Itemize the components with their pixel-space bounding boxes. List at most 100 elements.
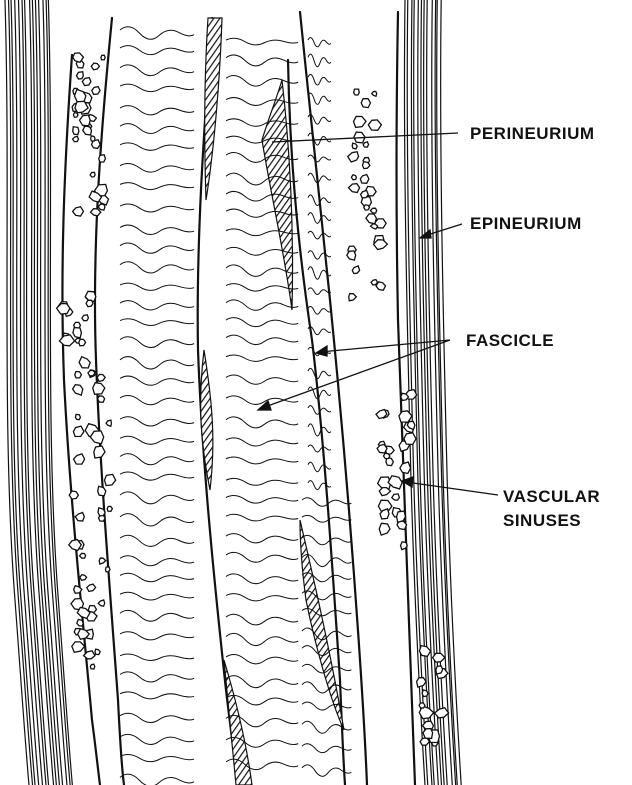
nerve-fiber-wave (302, 535, 351, 544)
nerve-fiber-wave (120, 610, 194, 621)
nerve-fiber-wave (120, 556, 194, 566)
nerve-fiber-wave (226, 633, 298, 645)
vascular-sinus (75, 513, 84, 522)
nerve-fiber-wave (308, 368, 331, 378)
vascular-sinus (106, 420, 111, 426)
nerve-fiber-wave (120, 376, 194, 385)
nerve-fiber-wave (120, 713, 194, 722)
vascular-sinus (364, 205, 370, 210)
vascular-sinus (401, 542, 408, 550)
vascular-sinuses-label-line1: VASCULAR (503, 487, 600, 506)
nerve-fiber-wave (120, 319, 194, 326)
perineurium-leader (272, 133, 458, 142)
vascular-sinus (384, 453, 390, 458)
vascular-sinus (392, 494, 400, 500)
fascicle-boundary-left-inner (62, 55, 100, 785)
nerve-fiber-wave (120, 204, 194, 212)
nerve-fiber-wave (226, 396, 298, 405)
nerve-fiber-wave (308, 155, 331, 162)
vascular-sinus (400, 462, 411, 474)
vascular-sinus (98, 396, 105, 402)
vascular-sinus (80, 115, 91, 126)
vascular-sinus (433, 653, 445, 662)
nerve-fiber-wave (120, 225, 194, 234)
vascular-sinus (397, 511, 406, 522)
nerve-fiber-wave (120, 754, 194, 761)
vascular-sinus (73, 136, 79, 141)
epineurium-label: EPINEURIUM (470, 214, 582, 233)
nerve-fiber-wave (226, 335, 298, 344)
vascular-sinus (98, 486, 106, 496)
fascicle-arrowhead-upper (316, 346, 327, 356)
nerve-fiber-wave (120, 632, 194, 640)
nerve-fiber-wave (120, 84, 194, 91)
nerve-fiber-wave (120, 262, 194, 273)
vascular-sinus (99, 155, 106, 162)
vascular-sinus (92, 87, 100, 95)
vascular-sinus (91, 63, 99, 70)
vascular-sinus (349, 184, 360, 193)
nerve-fiber-wave (120, 472, 194, 480)
vascular-sinus (90, 431, 103, 444)
perineurium-septum-middle-left (201, 350, 213, 490)
vascular-sinus-leader (406, 482, 498, 495)
nerve-fiber-wave (120, 573, 194, 581)
vascular-sinus (354, 116, 367, 127)
vascular-sinus (372, 91, 377, 96)
vascular-sinus (101, 55, 105, 60)
vascular-sinus (98, 600, 105, 606)
vascular-sinus (105, 567, 110, 572)
nerve-fiber-wave (120, 692, 194, 699)
nerve-fiber-wave (226, 300, 298, 310)
vascular-sinus (95, 649, 100, 655)
vascular-sinus (363, 142, 368, 147)
fascicle-boundary-right-inner (300, 12, 367, 785)
nerve-fiber-wave (226, 457, 298, 464)
nerve-fiber-wave (226, 38, 298, 45)
nerve-fiber-wave (226, 355, 298, 361)
nerve-fiber-wave (226, 98, 298, 106)
nerve-fiber-wave (308, 231, 331, 239)
vascular-sinus (69, 491, 78, 499)
vascular-sinus (347, 251, 356, 260)
vascular-sinus (82, 315, 89, 321)
vascular-sinus (59, 335, 74, 346)
nerve-fiber-wave (308, 251, 331, 259)
vascular-sinus (107, 506, 112, 511)
nerve-fiber-wave (120, 27, 194, 40)
vascular-sinus (436, 666, 443, 674)
nerve-fiber-wave (120, 301, 194, 310)
nerve-fiber-wave (120, 535, 194, 546)
vascular-sinus (86, 300, 93, 307)
nerve-fiber-wave (120, 454, 194, 465)
nerve-fiber-wave (226, 375, 298, 384)
vascular-sinus (91, 136, 95, 141)
nerve-fiber-wave (308, 93, 331, 104)
nerve-fiber-wave (226, 478, 298, 485)
vascular-sinus (87, 584, 96, 591)
vascular-sinus (370, 208, 376, 213)
nerve-fiber-wave (302, 702, 351, 710)
perineurium-septum-top (205, 18, 222, 200)
nerve-fiber-wave (120, 163, 194, 172)
nerve-fiber-wave (308, 173, 331, 182)
fascicle-boundaries (62, 12, 415, 785)
nerve-fiber-wave (120, 337, 194, 348)
nerve-fiber-wave (226, 654, 298, 663)
vascular-sinus (75, 372, 82, 378)
vascular-sinus (80, 575, 87, 581)
nerve-fiber-wave (308, 54, 331, 67)
vascular-sinus (376, 282, 386, 290)
nerve-fiber-wave (120, 396, 194, 405)
vascular-sinus (371, 224, 378, 229)
nerve-fiber-wave (120, 417, 194, 426)
fascicle-arrowhead-lower (258, 401, 271, 410)
perineurium-septa (201, 18, 344, 785)
nerve-fiber-wave (302, 515, 351, 522)
epineurium-left-layer (5, 0, 72, 785)
vascular-sinus (354, 89, 360, 95)
vascular-sinus (361, 99, 370, 108)
vascular-sinus (348, 152, 359, 162)
nerve-fiber-wave (120, 283, 194, 290)
